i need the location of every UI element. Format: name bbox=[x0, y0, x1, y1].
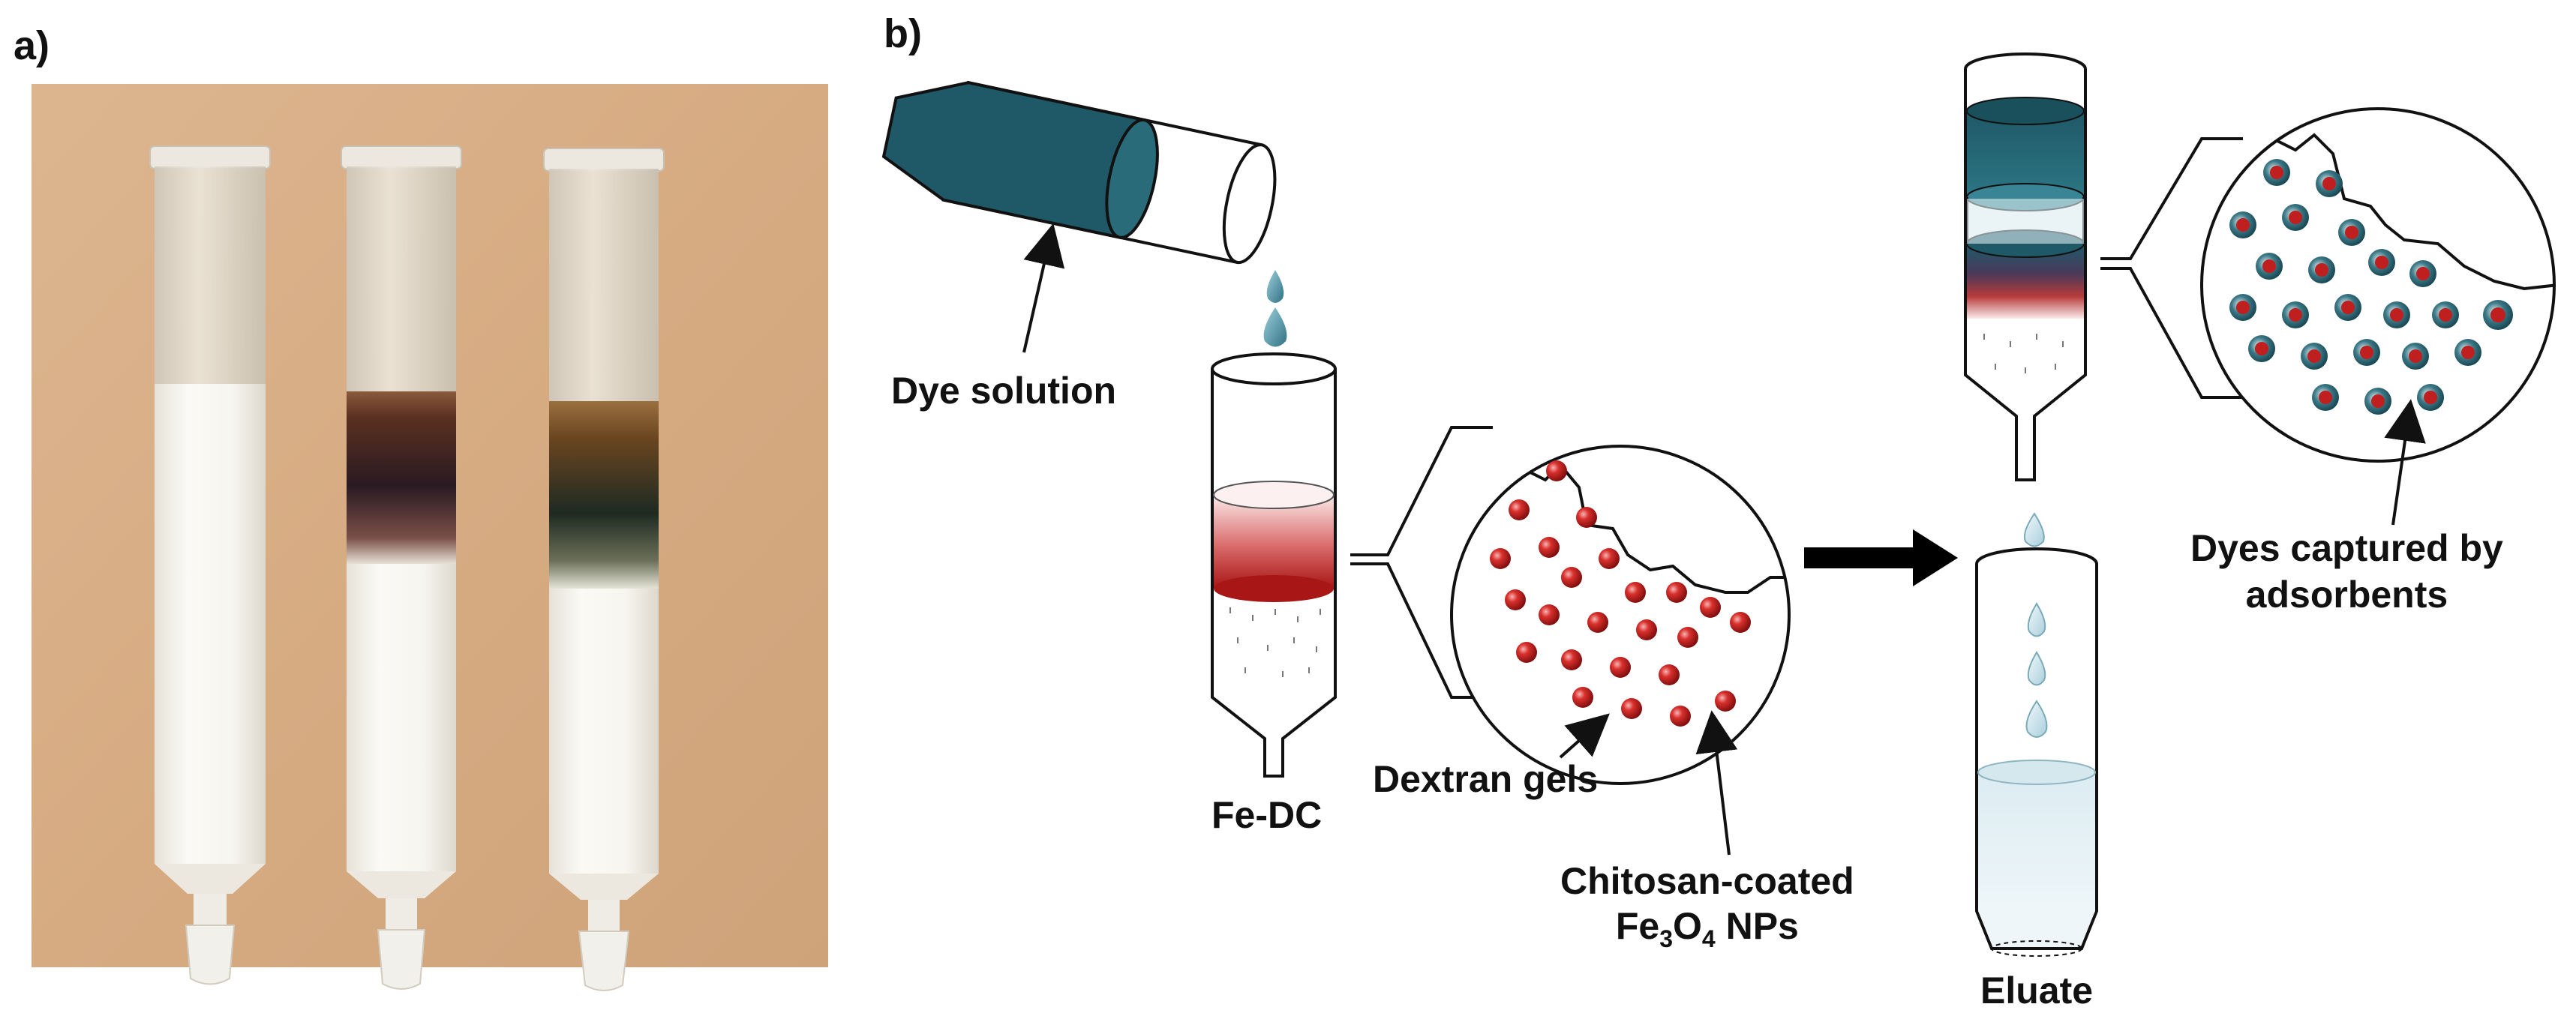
drop-2 bbox=[1263, 307, 1287, 347]
label-np-line2: Fe3O4 NPs bbox=[1560, 904, 1854, 961]
label-np-fe: Fe bbox=[1615, 905, 1660, 947]
label-np-line1: Chitosan-coated bbox=[1560, 860, 1854, 902]
label-np-sub1: 3 bbox=[1659, 925, 1673, 952]
captured-column bbox=[1964, 52, 2087, 481]
label-captured-line1: Dyes captured by bbox=[2190, 527, 2503, 569]
zoom-circle-dextran bbox=[1450, 445, 1791, 785]
label-eluate: Eluate bbox=[1980, 970, 2094, 1012]
photo-column-3 bbox=[543, 148, 665, 991]
label-dye-solution: Dye solution bbox=[891, 370, 1117, 412]
process-arrow bbox=[1804, 529, 1958, 586]
drop-1 bbox=[1266, 270, 1284, 303]
dye-solution-tube bbox=[881, 80, 1277, 265]
eluate-column bbox=[1975, 547, 2098, 957]
label-np-tail: NPs bbox=[1715, 905, 1799, 947]
zoom-lines-2 bbox=[2100, 137, 2243, 399]
label-nanoparticles: Chitosan-coated Fe3O4 NPs bbox=[1560, 859, 1854, 961]
panel-a-label: a) bbox=[14, 23, 50, 68]
label-np-sub2: 4 bbox=[1701, 925, 1716, 952]
zoom-circle-captured bbox=[2200, 107, 2556, 463]
label-fe-dc: Fe-DC bbox=[1211, 794, 1323, 836]
photo-column-2 bbox=[341, 145, 462, 990]
panel-b-label: b) bbox=[884, 11, 922, 56]
fe-dc-column bbox=[1211, 352, 1337, 778]
drop-3 bbox=[2023, 512, 2045, 547]
label-dyes-captured: Dyes captured by adsorbents bbox=[2190, 525, 2503, 618]
label-dextran-gels: Dextran gels bbox=[1373, 758, 1599, 800]
photo-column-1 bbox=[149, 145, 271, 985]
label-captured-line2: adsorbents bbox=[2245, 574, 2448, 616]
label-np-o: O bbox=[1672, 905, 1702, 947]
